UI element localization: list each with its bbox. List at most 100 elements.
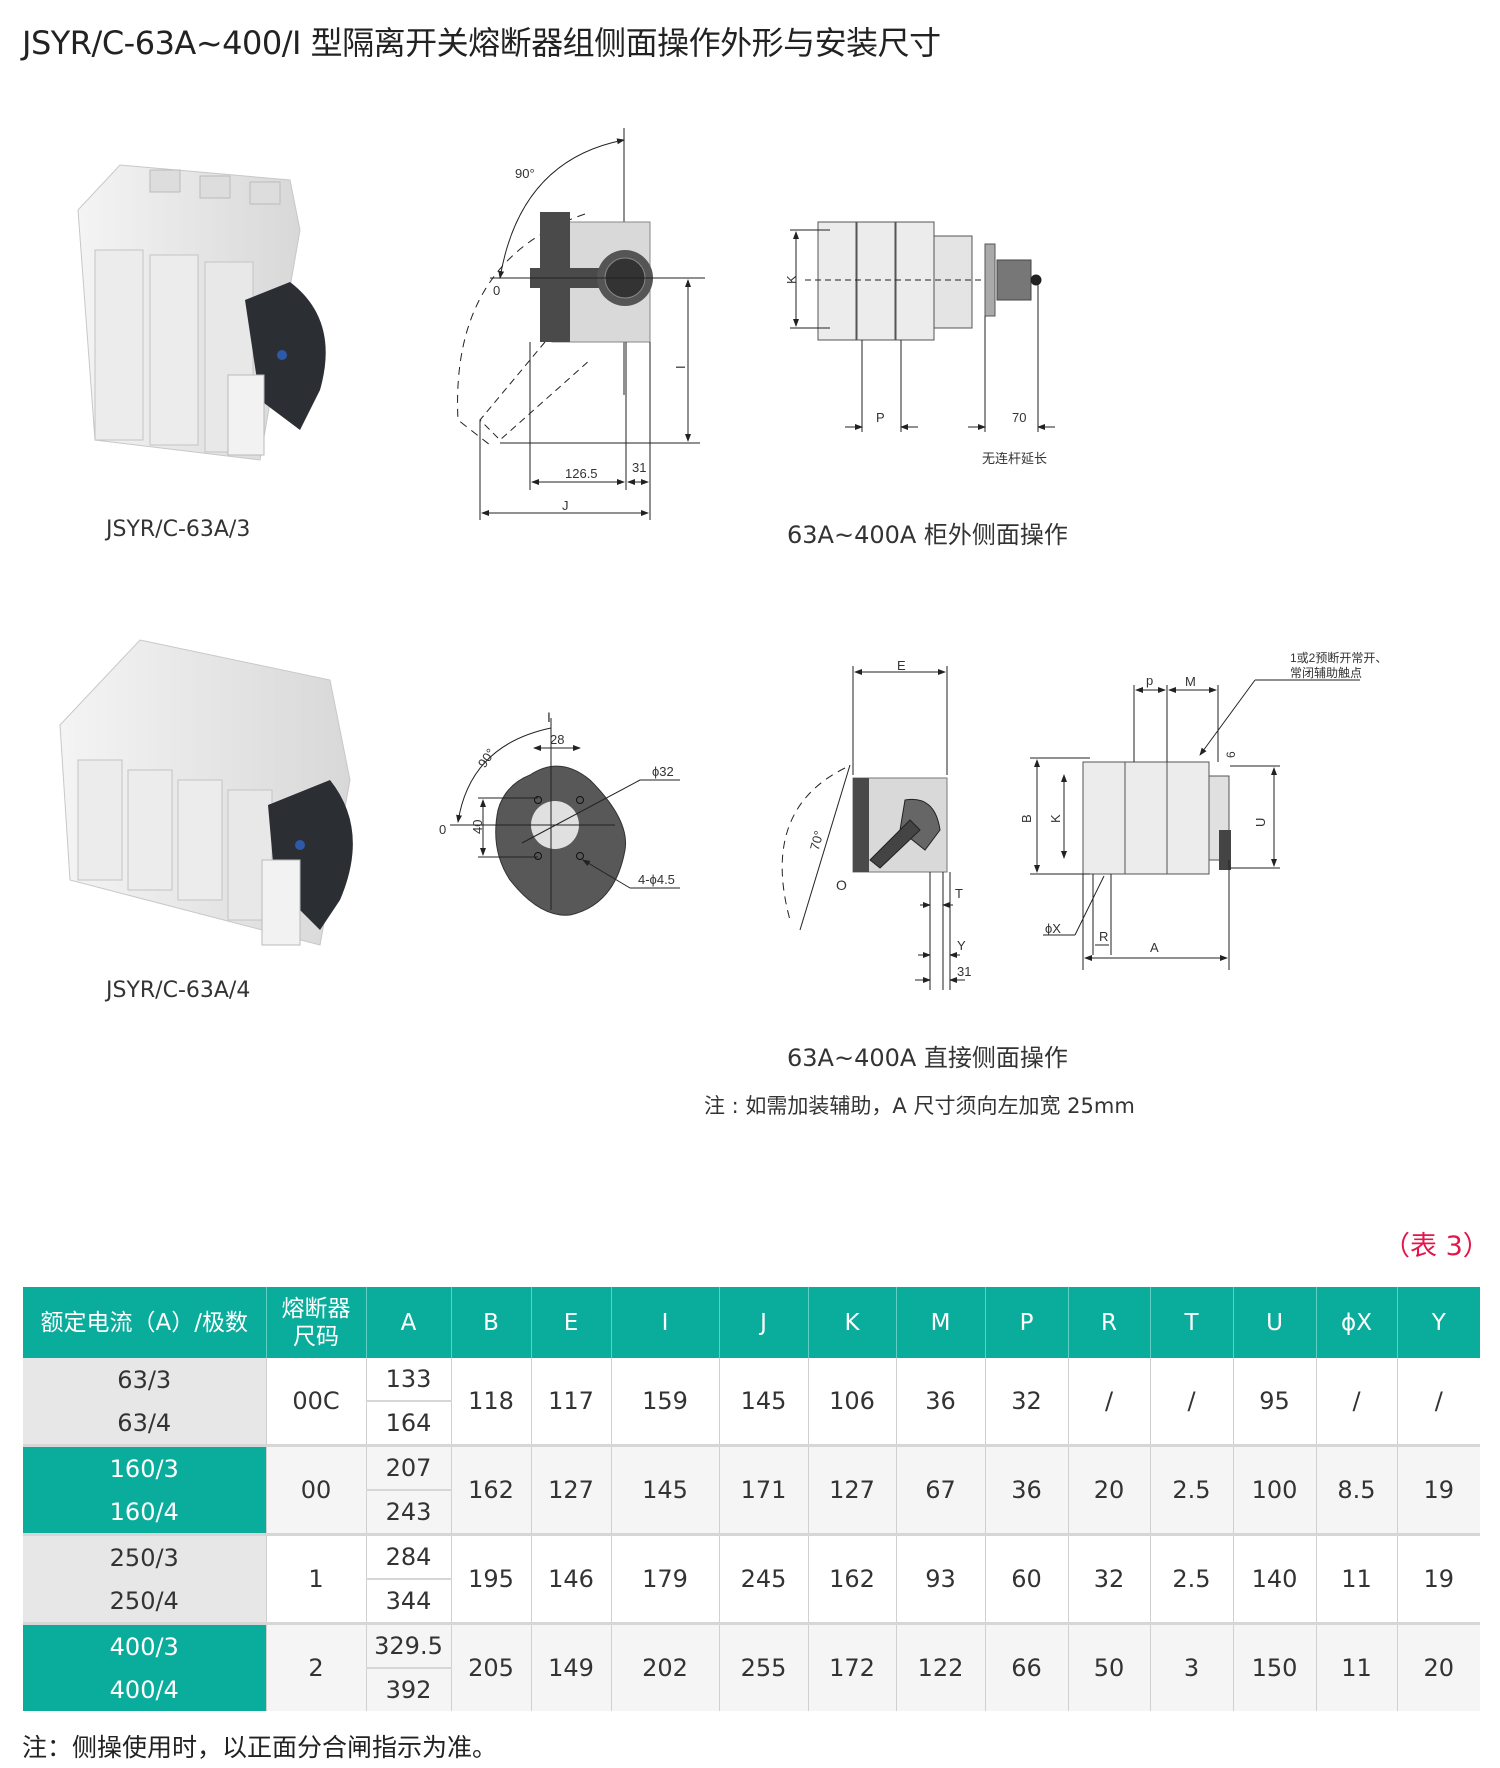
front-view-diagram bbox=[1030, 679, 1360, 970]
side-O: O bbox=[836, 877, 847, 893]
column-header: E bbox=[530, 1287, 611, 1358]
dim-M: M bbox=[1185, 674, 1196, 689]
zero-label: 0 bbox=[493, 283, 500, 298]
table-cell: 8.5 bbox=[1315, 1444, 1397, 1535]
table-cell: 145 bbox=[718, 1358, 808, 1446]
table-cell: 250/3 bbox=[23, 1533, 266, 1579]
table-cell: 66 bbox=[984, 1622, 1068, 1711]
table-cell: 159 bbox=[610, 1358, 719, 1446]
column-header: U bbox=[1232, 1287, 1316, 1358]
table-cell: 160/3 bbox=[23, 1444, 266, 1490]
table-cell: 149 bbox=[530, 1622, 611, 1711]
table-cell: 172 bbox=[807, 1622, 896, 1711]
table-cell: 2.5 bbox=[1149, 1444, 1233, 1535]
table-cell: 164 bbox=[365, 1401, 451, 1446]
table-cell: 284 bbox=[365, 1533, 451, 1580]
column-header: ϕX bbox=[1315, 1287, 1397, 1358]
dim-A: A bbox=[1150, 940, 1159, 955]
table-row: 250/4 344 bbox=[23, 1579, 1480, 1624]
dim-K-front: K bbox=[1048, 814, 1063, 823]
table-cell: 179 bbox=[610, 1533, 719, 1624]
table-cell: 160/4 bbox=[23, 1490, 266, 1535]
column-header: M bbox=[895, 1287, 985, 1358]
column-header: 熔断器尺码 bbox=[265, 1287, 366, 1358]
table-cell: 95 bbox=[1232, 1358, 1316, 1446]
column-header: B bbox=[450, 1287, 531, 1358]
dim-T: T bbox=[955, 886, 963, 901]
aux-contact-note-2: 常闭辅助触点 bbox=[1290, 666, 1362, 680]
table-cell: 19 bbox=[1396, 1533, 1480, 1624]
table-cell: 122 bbox=[895, 1622, 985, 1711]
dim-31-side: 31 bbox=[957, 964, 971, 979]
table-cell: 255 bbox=[718, 1622, 808, 1711]
table-cell: 250/4 bbox=[23, 1579, 266, 1624]
table-cell: 117 bbox=[530, 1358, 611, 1446]
column-header: K bbox=[807, 1287, 896, 1358]
table-cell: 00 bbox=[265, 1444, 366, 1535]
footnote: 注：侧操使用时，以正面分合闸指示为准。 bbox=[22, 1733, 498, 1762]
table-cell: 171 bbox=[718, 1444, 808, 1535]
top-view-diagram bbox=[790, 221, 1055, 432]
table-cell: 162 bbox=[807, 1533, 896, 1624]
table-cell: 392 bbox=[365, 1668, 451, 1711]
dim-70: 70 bbox=[1012, 410, 1026, 425]
table-cell: 50 bbox=[1067, 1622, 1150, 1711]
caption-direct-side-operation: 63A~400A 直接侧面操作 bbox=[787, 1044, 1068, 1072]
dim-B: B bbox=[1019, 814, 1034, 823]
dim-phiX: ϕX bbox=[1045, 921, 1061, 936]
caption-cabinet-side-operation: 63A~400A 柜外侧面操作 bbox=[787, 521, 1068, 549]
table-cell: / bbox=[1396, 1358, 1480, 1446]
table-cell: 400/4 bbox=[23, 1668, 266, 1711]
table-cell: 344 bbox=[365, 1579, 451, 1624]
table-cell: / bbox=[1315, 1358, 1397, 1446]
cam-dim-28: 28 bbox=[550, 732, 564, 747]
table-cell: 127 bbox=[530, 1444, 611, 1535]
page-title: JSYR/C-63A~400/I 型隔离开关熔断器组侧面操作外形与安装尺寸 bbox=[22, 24, 941, 62]
table-row: 160/4 243 bbox=[23, 1490, 1480, 1535]
table-cell: 67 bbox=[895, 1444, 985, 1535]
cam-phi32: ϕ32 bbox=[652, 764, 674, 779]
table-cell: 2.5 bbox=[1149, 1533, 1233, 1624]
table-cell: 63/4 bbox=[23, 1401, 266, 1446]
aux-width-note: 注 : 如需加装辅助，A 尺寸须向左加宽 25mm bbox=[704, 1094, 1135, 1118]
table-cell: 2 bbox=[265, 1622, 366, 1711]
dim-p: p bbox=[1146, 673, 1153, 688]
table-cell: 1 bbox=[265, 1533, 366, 1624]
dim-31: 31 bbox=[632, 460, 646, 475]
table-cell: 36 bbox=[895, 1358, 985, 1446]
table-cell: 36 bbox=[984, 1444, 1068, 1535]
table-cell: 63/3 bbox=[23, 1358, 266, 1401]
table-cell: 243 bbox=[365, 1490, 451, 1535]
table-cell: 146 bbox=[530, 1533, 611, 1624]
table-cell: 11 bbox=[1315, 1622, 1397, 1711]
column-header: T bbox=[1149, 1287, 1233, 1358]
table-cell: 400/3 bbox=[23, 1622, 266, 1668]
table-cell: 195 bbox=[450, 1533, 531, 1624]
table-cell: / bbox=[1067, 1358, 1150, 1446]
table-cell: 93 bbox=[895, 1533, 985, 1624]
table-cell: 106 bbox=[807, 1358, 896, 1446]
angle-label: 90° bbox=[515, 166, 535, 181]
cam-angle: 90° bbox=[475, 746, 499, 771]
drawings: 90° 0 126.5 31 J I K P 70 无连杆延长 bbox=[59, 128, 1387, 990]
column-header: J bbox=[718, 1287, 808, 1358]
table-cell: 11 bbox=[1315, 1533, 1397, 1624]
table-cell: 20 bbox=[1067, 1444, 1150, 1535]
side-angle: 70° bbox=[807, 829, 827, 852]
no-linkage-extension-note: 无连杆延长 bbox=[982, 451, 1047, 466]
side-operation-diagram bbox=[457, 128, 705, 520]
table-cell: 32 bbox=[1067, 1533, 1150, 1624]
table-row: 63/4 164 bbox=[23, 1401, 1480, 1446]
dim-I: I bbox=[673, 365, 688, 369]
table-reference: （表 3） bbox=[1383, 1231, 1490, 1262]
table-cell: 329.5 bbox=[365, 1622, 451, 1669]
dim-Y: Y bbox=[957, 938, 966, 953]
column-header: 额定电流（A）/极数 bbox=[23, 1287, 266, 1358]
dim-E: E bbox=[897, 658, 906, 673]
cam-zero: 0 bbox=[439, 822, 446, 837]
